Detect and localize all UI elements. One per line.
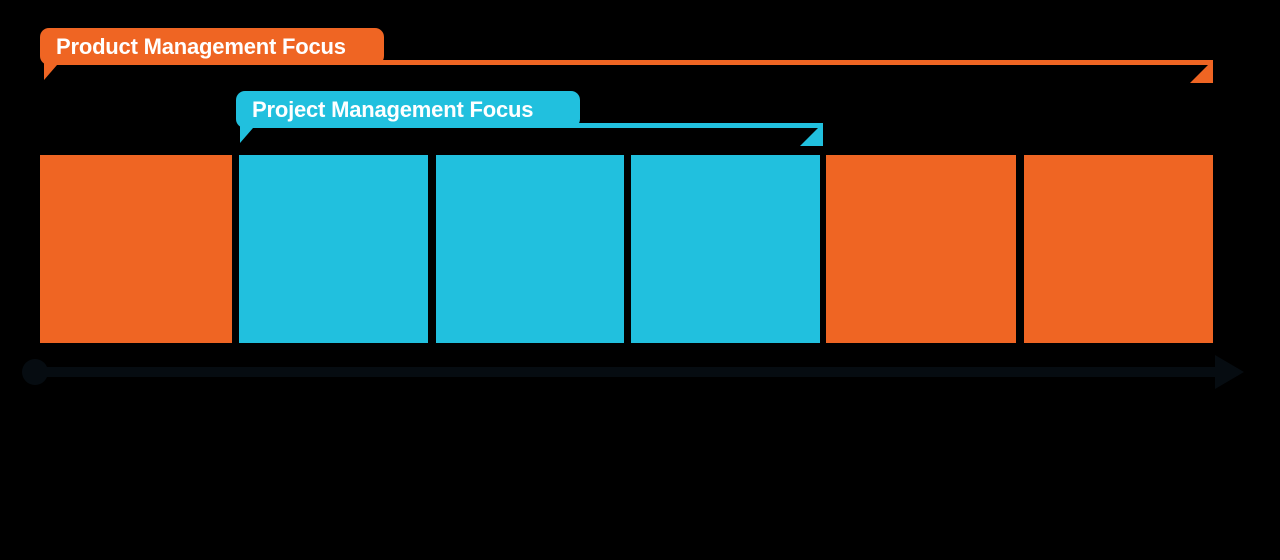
- phase-box-3-label: [436, 155, 624, 165]
- product-span-end-arrow-icon: [1190, 60, 1213, 83]
- phase-box-1[interactable]: [40, 155, 232, 343]
- phase-box-1-label: [40, 155, 232, 165]
- timeline-shaft: [35, 367, 1227, 377]
- phase-box-6-label: [1024, 155, 1213, 165]
- phase-box-4[interactable]: [631, 155, 820, 343]
- product-span-rule: [44, 60, 1213, 65]
- bubble-tail-icon: [240, 128, 253, 143]
- timeline-arrow: [22, 355, 1252, 389]
- phase-box-5-label: [826, 155, 1016, 165]
- phase-box-2[interactable]: [239, 155, 428, 343]
- phase-box-6[interactable]: [1024, 155, 1213, 343]
- timeline-arrowhead-icon: [1215, 355, 1244, 389]
- product-management-focus-text: Product Management Focus: [56, 33, 346, 59]
- phase-box-3[interactable]: [436, 155, 624, 343]
- project-management-focus-label[interactable]: Project Management Focus: [236, 91, 580, 143]
- bubble-tail-icon: [44, 65, 57, 80]
- project-span-end-arrow-icon: [800, 123, 823, 146]
- project-management-focus-text: Project Management Focus: [252, 96, 534, 122]
- product-management-focus-label[interactable]: Product Management Focus: [40, 28, 384, 80]
- phase-box-5[interactable]: [826, 155, 1016, 343]
- phase-box-4-label: [631, 155, 820, 165]
- phase-box-2-label: [239, 155, 428, 165]
